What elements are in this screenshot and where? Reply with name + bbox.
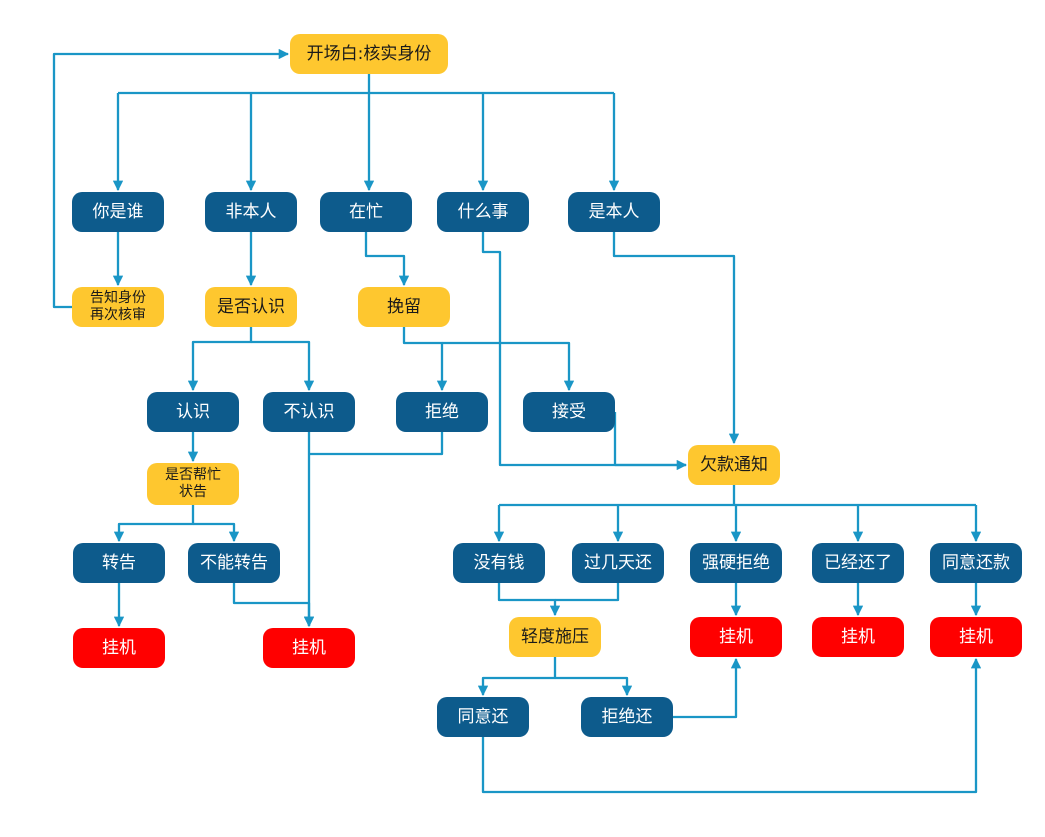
node-agree-pay: 同意还款 xyxy=(930,543,1022,583)
node-accept: 接受 xyxy=(523,392,615,432)
node-not-self: 非本人 xyxy=(205,192,297,232)
node-relay: 转告 xyxy=(73,543,165,583)
node-refuse: 拒绝 xyxy=(396,392,488,432)
node-help-relay: 是否帮忙 状告 xyxy=(147,463,239,505)
conn-refuse-to-hangup xyxy=(309,432,444,456)
node-agree-return: 同意还 xyxy=(437,697,529,737)
conn-knowornot-split xyxy=(187,327,253,392)
node-know-or-not: 是否认识 xyxy=(205,287,297,327)
node-refuse-return: 拒绝还 xyxy=(581,697,673,737)
node-hangup-5: 挂机 xyxy=(930,617,1022,657)
conn-refusereturn-hangup xyxy=(673,657,742,719)
node-opening: 开场白:核实身份 xyxy=(290,34,448,74)
node-arrears-notice: 欠款通知 xyxy=(688,445,780,485)
conn-nomoney-merge xyxy=(497,583,561,617)
node-hangup-4: 挂机 xyxy=(812,617,904,657)
conn-paylater-merge xyxy=(555,583,620,602)
conn-agreereturn-hangup xyxy=(481,657,982,794)
node-busy: 在忙 xyxy=(320,192,412,232)
node-hangup-1: 挂机 xyxy=(73,628,165,668)
conn-pressure-split xyxy=(477,657,557,697)
node-already-paid: 已经还了 xyxy=(812,543,904,583)
node-is-self: 是本人 xyxy=(568,192,660,232)
node-what-matter: 什么事 xyxy=(437,192,529,232)
node-no-money: 没有钱 xyxy=(453,543,545,583)
node-hangup-2: 挂机 xyxy=(263,628,355,668)
node-know: 认识 xyxy=(147,392,239,432)
conn-inform-loop-back xyxy=(52,48,290,309)
conn-cannot-to-hangup xyxy=(232,583,315,628)
conn-help-to-cannot xyxy=(193,522,240,543)
node-pay-later: 过几天还 xyxy=(572,543,664,583)
node-who-are-you: 你是谁 xyxy=(72,192,164,232)
node-hangup-3: 挂机 xyxy=(690,617,782,657)
conn-retain-split xyxy=(402,327,448,392)
node-hard-refuse: 强硬拒绝 xyxy=(690,543,782,583)
node-inform-identity: 告知身份 再次核审 xyxy=(72,287,164,327)
node-light-pressure: 轻度施压 xyxy=(509,617,601,657)
conn-help-split xyxy=(113,505,195,543)
conn-accept-to-arrears xyxy=(613,412,686,467)
conn-busy-to-retain xyxy=(364,232,410,287)
conn-isself-to-arrears xyxy=(612,232,740,445)
conn-retain-to-accept xyxy=(442,341,575,392)
node-not-know: 不认识 xyxy=(263,392,355,432)
conn-what-to-arrears xyxy=(481,232,688,471)
conn-knowornot-notknow xyxy=(251,340,315,392)
node-retain: 挽留 xyxy=(358,287,450,327)
node-cannot-relay: 不能转告 xyxy=(188,543,280,583)
conn-pressure-to-refuse xyxy=(555,676,633,697)
